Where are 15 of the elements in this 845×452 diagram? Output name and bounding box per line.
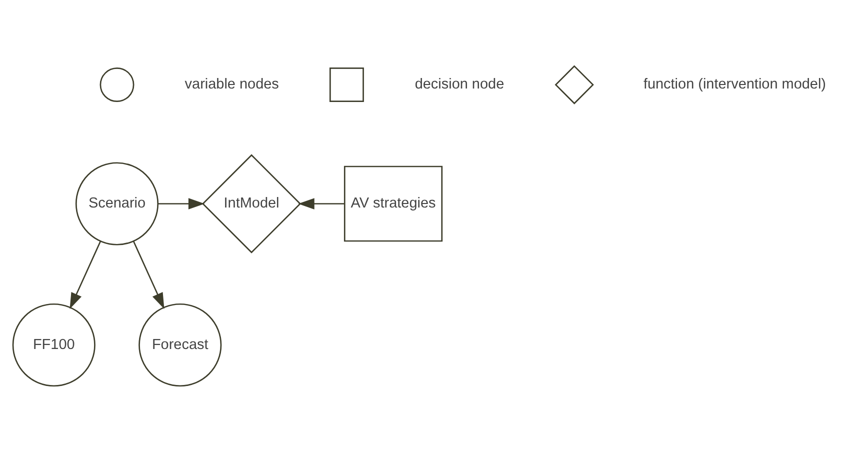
arrow (298, 198, 345, 210)
node-diamond: IntModel (202, 154, 302, 254)
legend-label: decision node (414, 76, 504, 93)
node-diamond (554, 65, 594, 104)
node-box (329, 68, 364, 102)
legend-label: function (intervention model) (643, 76, 826, 93)
arrow (132, 241, 164, 309)
arrow (70, 241, 102, 309)
legend-label: variable nodes (184, 76, 279, 93)
node-circle: Forecast (138, 303, 222, 387)
node-box: AV strategies (344, 166, 443, 242)
node-circle: FF100 (12, 303, 96, 387)
node-circle: Scenario (75, 162, 159, 246)
arrow (158, 198, 205, 210)
node-circle (100, 68, 134, 102)
